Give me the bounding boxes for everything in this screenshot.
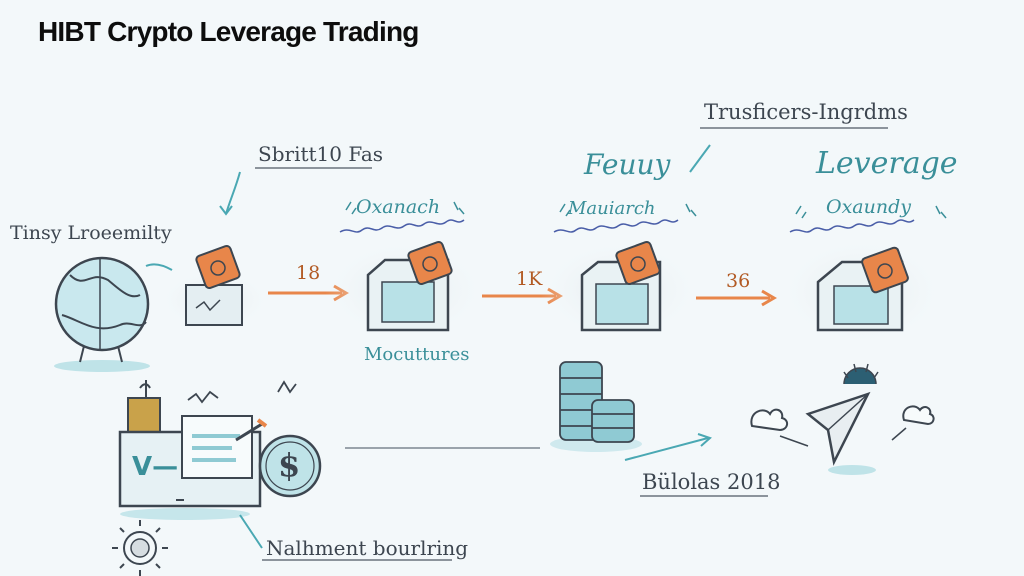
arrow1-value: 18 xyxy=(296,262,321,284)
stage3-header: Oxaundy xyxy=(826,196,911,218)
tag-icon xyxy=(195,244,241,290)
gear-pointer xyxy=(239,514,263,549)
flow-arrow-3 xyxy=(696,289,777,307)
tag-icon-stage3 xyxy=(861,246,909,294)
globe-icon xyxy=(54,256,173,372)
mid-caption: Mocuttures xyxy=(364,344,470,365)
upper-left-note: Sbritt10 Fas xyxy=(258,142,384,166)
stage2-word: Feuuy xyxy=(584,148,671,181)
stage1-header: Oxanach xyxy=(356,196,441,218)
monitor-icon xyxy=(118,380,297,520)
monitor-text: V— xyxy=(132,452,179,482)
bottom-right-caption: Bülolas 2018 xyxy=(642,470,781,494)
stage3-word: Leverage xyxy=(816,146,958,181)
arrow2-value: 1K xyxy=(516,268,543,290)
cloud-icon-right xyxy=(891,405,935,441)
stage1-device xyxy=(325,201,485,340)
stage2-device xyxy=(540,203,700,340)
stage3-device xyxy=(780,205,947,346)
dollar-coin-icon xyxy=(258,434,322,498)
page-title: HIBT Crypto Leverage Trading xyxy=(38,16,419,47)
cloud-icon-left xyxy=(750,408,809,447)
coin-stack-icon xyxy=(550,361,642,452)
bottom-caption: Nalhment bourlring xyxy=(266,536,469,560)
left-caption: Tinsy Lroeemilty xyxy=(10,222,172,244)
arrow3-value: 36 xyxy=(726,270,751,292)
paper-plane-icon xyxy=(805,363,879,475)
gear-icon xyxy=(112,520,168,576)
connector-arrow xyxy=(624,433,712,461)
pointer-arrow xyxy=(225,171,241,215)
coin-symbol: $ xyxy=(278,446,301,484)
tag-icon-stage2 xyxy=(615,240,661,286)
tag-icon-stage1 xyxy=(407,240,453,286)
pointer-arrowhead xyxy=(219,205,233,216)
stage2-header: Mauiarch xyxy=(568,198,656,219)
pointer-arrow-2 xyxy=(689,144,711,173)
top-right-label: Trusficers-Ingrdms xyxy=(704,100,908,124)
stage0-card xyxy=(160,244,270,330)
